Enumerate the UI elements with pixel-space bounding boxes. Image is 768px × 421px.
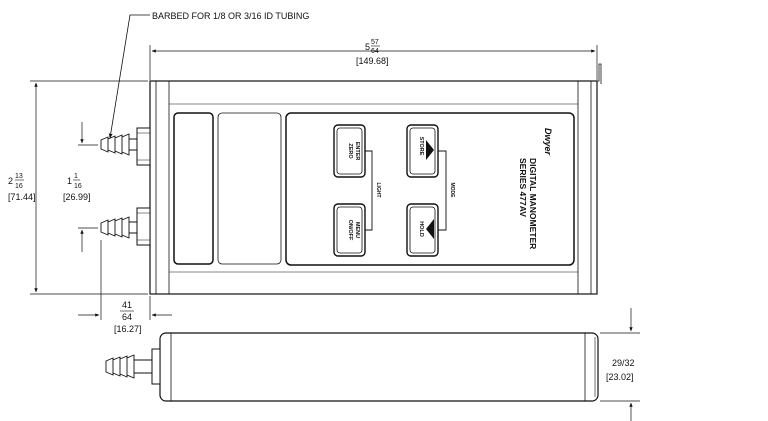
fitting-den: 64 [122,312,132,322]
fitting-num: 41 [122,300,132,310]
width-whole: 5 [365,42,370,52]
pressure-port-lower [100,207,151,246]
width-num: 57 [371,39,379,46]
light-label: LIGHT [375,183,381,198]
width-den: 64 [371,48,379,55]
store-key[interactable]: STORE [406,124,439,178]
store-label: STORE [418,137,424,156]
onoff-label: ON/OFF [347,220,353,241]
height-mm: [71.44] [8,192,36,202]
triangle-down-icon [426,140,434,160]
mode-label: MODE [449,183,455,199]
lcd-window-left [173,112,214,265]
brand-logo: Dwyer [543,128,553,156]
port-spacing-dimension: 1 1 16 [26.99] [63,122,98,252]
spacing-mm: [26.99] [63,192,91,202]
pressure-port-upper [100,127,151,166]
zero-label: ZERO [347,143,353,159]
triangle-up-icon [426,219,434,239]
fitting-mm: [16.27] [114,324,142,334]
series-label: SERIES 477AV [518,158,528,217]
hold-label: HOLD [418,221,424,237]
side-view [105,332,599,402]
onoff-menu-key[interactable]: ON/OFF MENU [333,203,366,257]
fitting-dimension: 41 64 [16.27] [78,240,172,334]
height-num: 13 [15,173,23,180]
tubing-note: BARBED FOR 1/8 OR 3/16 ID TUBING [152,11,309,21]
width-dimension: 5 57 64 [149.68] [149,39,598,80]
spacing-num: 1 [74,173,78,180]
keypad-panel [285,112,575,266]
zero-enter-key[interactable]: ZERO ENTER [333,124,366,178]
height-den: 16 [15,183,23,190]
enter-label: ENTER [354,142,360,161]
menu-label: MENU [354,222,360,238]
height-dimension: 2 13 16 [71.44] [8,80,148,295]
spacing-den: 16 [74,183,82,190]
key-brackets [365,150,447,231]
depth-frac: 29/32 [612,358,635,368]
lcd-window-right [217,112,282,265]
spacing-whole: 1 [67,176,72,186]
depth-mm: [23.02] [606,372,634,382]
note-leader [108,14,150,139]
depth-dimension: 29/32 [23.02] [600,308,640,421]
height-whole: 2 [8,176,13,186]
front-view [149,63,602,295]
width-mm: [149.68] [356,56,389,66]
hold-key[interactable]: HOLD [406,203,439,257]
type-label: DIGITAL MANOMETER [528,158,538,249]
